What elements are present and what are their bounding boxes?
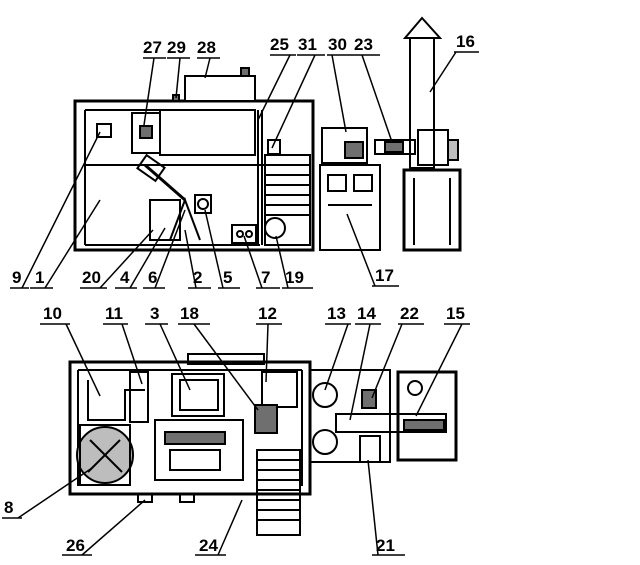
label-12: 12 [258, 304, 277, 323]
chimney-base [402, 168, 462, 252]
label-9: 9 [12, 268, 21, 287]
label-8: 8 [4, 498, 13, 517]
label-7: 7 [261, 268, 270, 287]
motor-5 [194, 194, 212, 214]
fan-13 [312, 382, 338, 408]
upper-tank [159, 109, 256, 156]
chimney-cap [402, 16, 443, 39]
label-26: 26 [66, 536, 85, 555]
label-10: 10 [43, 304, 62, 323]
label-31: 31 [298, 35, 317, 54]
label-14: 14 [357, 304, 376, 323]
coil-18 [254, 404, 278, 434]
label-23: 23 [354, 35, 373, 54]
label-22: 22 [400, 304, 419, 323]
small-window-9 [96, 123, 112, 138]
label-29: 29 [167, 38, 186, 57]
unit-3 [171, 373, 225, 417]
label-13: 13 [327, 304, 346, 323]
label-21: 21 [376, 536, 395, 555]
pump-19 [264, 217, 286, 239]
label-27: 27 [143, 38, 162, 57]
stair-block [264, 154, 311, 246]
panel-7 [231, 224, 257, 244]
label-6: 6 [148, 268, 157, 287]
label-1: 1 [35, 268, 44, 287]
pipe-10 [87, 380, 145, 421]
label-18: 18 [180, 304, 199, 323]
label-15: 15 [446, 304, 465, 323]
label-28: 28 [197, 38, 216, 57]
valve-22 [361, 389, 377, 409]
burner-module [309, 369, 391, 463]
stairs-24 [256, 449, 301, 536]
leader-lines [2, 51, 479, 556]
roof-box-12 [187, 353, 265, 365]
label-25: 25 [270, 35, 289, 54]
conveyor-23 [374, 139, 416, 155]
label-5: 5 [223, 268, 232, 287]
label-16: 16 [456, 32, 475, 51]
label-11: 11 [105, 304, 123, 323]
feeder-2 [136, 153, 166, 183]
label-2: 2 [193, 268, 202, 287]
control-cabinet-17 [319, 164, 381, 251]
label-24: 24 [199, 536, 218, 555]
roof-tank-28 [184, 75, 256, 102]
callout-labels: 27 29 28 25 31 30 23 16 9 1 20 4 6 2 5 7… [4, 32, 475, 555]
chimney-16 [409, 37, 435, 169]
plan-view [68, 353, 458, 536]
label-3: 3 [150, 304, 159, 323]
hopper-30 [321, 127, 368, 164]
label-19: 19 [285, 268, 304, 287]
label-20: 20 [82, 268, 101, 287]
label-30: 30 [328, 35, 347, 54]
label-4: 4 [120, 268, 130, 287]
elevation-view [73, 16, 462, 252]
label-17: 17 [375, 266, 394, 285]
aux-box-15 [396, 370, 458, 462]
central-unit [154, 419, 244, 481]
